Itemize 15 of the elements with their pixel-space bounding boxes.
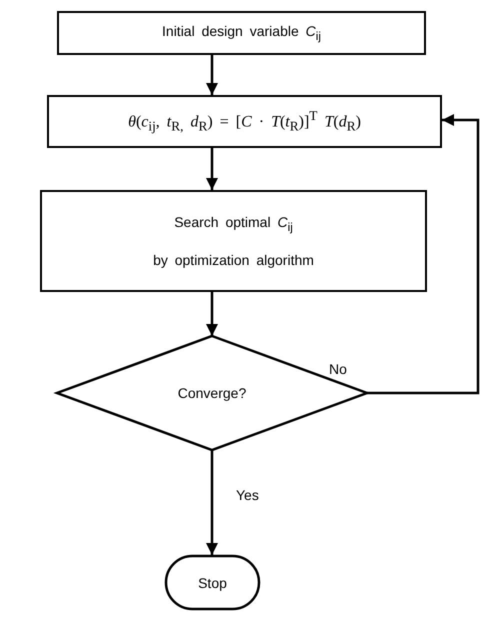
arrow	[367, 114, 480, 394]
arrow	[206, 55, 218, 95]
node-label: by optimization algorithm	[153, 252, 314, 268]
arrow	[206, 292, 218, 336]
arrow	[206, 450, 218, 555]
node-label: Initial design variable C$_{ij}$	[162, 23, 321, 43]
node-label: Stop	[198, 574, 227, 590]
edge-label: No	[327, 361, 349, 377]
node-label: Converge?	[178, 385, 246, 401]
formula-box	[47, 95, 442, 148]
node-label: Search optimal C$_{ij}$	[174, 214, 293, 234]
arrow	[206, 148, 218, 190]
formula-text: θ(c$_{ij}$, t$_{R,}$ d$_{R}$) = [C · T(t$_{R}$)]$^{T}$ T(d$_{R}$)	[128, 108, 361, 135]
process-box	[57, 11, 426, 55]
process-box	[40, 190, 427, 292]
